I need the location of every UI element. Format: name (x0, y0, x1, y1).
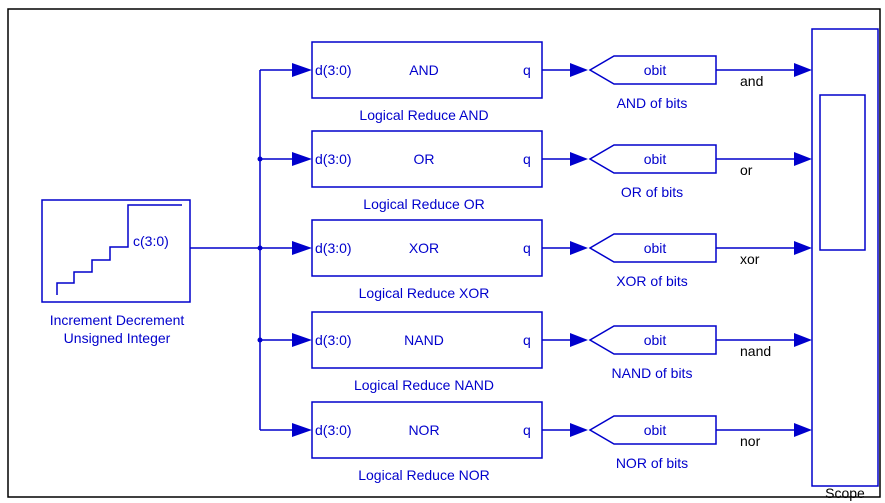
diagram-frame (7, 8, 881, 498)
reduce-block-box (311, 401, 543, 459)
output-arrow (570, 152, 588, 166)
source-block-box (41, 199, 191, 303)
source-port-label: c(3:0) (133, 233, 169, 249)
reduce-output-port: q (523, 62, 531, 78)
scope-input-arrow (794, 333, 812, 347)
reduce-caption: Logical Reduce XOR (359, 285, 490, 301)
reduce-input-port: d(3:0) (315, 240, 352, 256)
reduce-input-port: d(3:0) (315, 151, 352, 167)
gateway-port-label: obit (644, 62, 667, 78)
signal-label: nand (740, 343, 771, 359)
signal-label: or (740, 162, 753, 178)
gateway-caption: XOR of bits (616, 273, 688, 289)
reduce-op-label: OR (414, 151, 435, 167)
reduce-input-port: d(3:0) (315, 422, 352, 438)
gateway-box (588, 144, 717, 174)
gateway-port-label: obit (644, 332, 667, 348)
input-arrow (292, 333, 312, 347)
input-arrow (292, 241, 312, 255)
reduce-block-box (311, 41, 543, 99)
gateway-caption: AND of bits (617, 95, 688, 111)
gateway-port-label: obit (644, 151, 667, 167)
output-arrow (570, 63, 588, 77)
scope-block[interactable]: Scope (811, 28, 879, 501)
gateway-box (588, 415, 717, 445)
signal-label: xor (740, 251, 760, 267)
gateway-box (588, 325, 717, 355)
scope-input-arrow (794, 423, 812, 437)
reduce-op-label: XOR (409, 240, 439, 256)
reduce-input-port: d(3:0) (315, 332, 352, 348)
source-caption-line1: Increment Decrement (50, 312, 185, 328)
source-block[interactable]: c(3:0) Increment Decrement Unsigned Inte… (41, 199, 191, 346)
scope-screen (819, 94, 866, 251)
reduce-op-label: AND (409, 62, 439, 78)
gateway-caption: OR of bits (621, 184, 683, 200)
reduce-block-box (311, 130, 543, 188)
reduce-op-label: NOR (408, 422, 439, 438)
gateway-caption: NAND of bits (612, 365, 693, 381)
gateway-box (588, 55, 717, 85)
reduce-block-box (311, 219, 543, 277)
source-caption-line2: Unsigned Integer (64, 330, 171, 346)
gateway-caption: NOR of bits (616, 455, 688, 471)
reduce-output-port: q (523, 240, 531, 256)
gateway-port-label: obit (644, 422, 667, 438)
scope-input-arrow (794, 63, 812, 77)
scope-input-arrow (794, 241, 812, 255)
reduce-output-port: q (523, 422, 531, 438)
reduce-output-port: q (523, 151, 531, 167)
scope-caption: Scope (825, 485, 865, 501)
reduce-caption: Logical Reduce OR (363, 196, 484, 212)
reduce-input-port: d(3:0) (315, 62, 352, 78)
reduce-block-box (311, 311, 543, 369)
input-arrow (292, 423, 312, 437)
reduce-output-port: q (523, 332, 531, 348)
reduce-caption: Logical Reduce NOR (358, 467, 490, 483)
staircase-icon (56, 204, 182, 295)
input-arrow (292, 63, 312, 77)
gateway-box (588, 233, 717, 263)
gateway-out-block[interactable]: obit OR of bits (588, 144, 717, 200)
output-arrow (570, 333, 588, 347)
output-arrow (570, 423, 588, 437)
signal-label: and (740, 73, 763, 89)
reduce-op-label: NAND (404, 332, 444, 348)
distribution-wires (190, 70, 261, 430)
reduce-caption: Logical Reduce NAND (354, 377, 494, 393)
gateway-port-label: obit (644, 240, 667, 256)
output-arrow (570, 241, 588, 255)
scope-input-arrow (794, 152, 812, 166)
signal-label: nor (740, 433, 761, 449)
reduce-caption: Logical Reduce AND (359, 107, 488, 123)
input-arrow (292, 152, 312, 166)
